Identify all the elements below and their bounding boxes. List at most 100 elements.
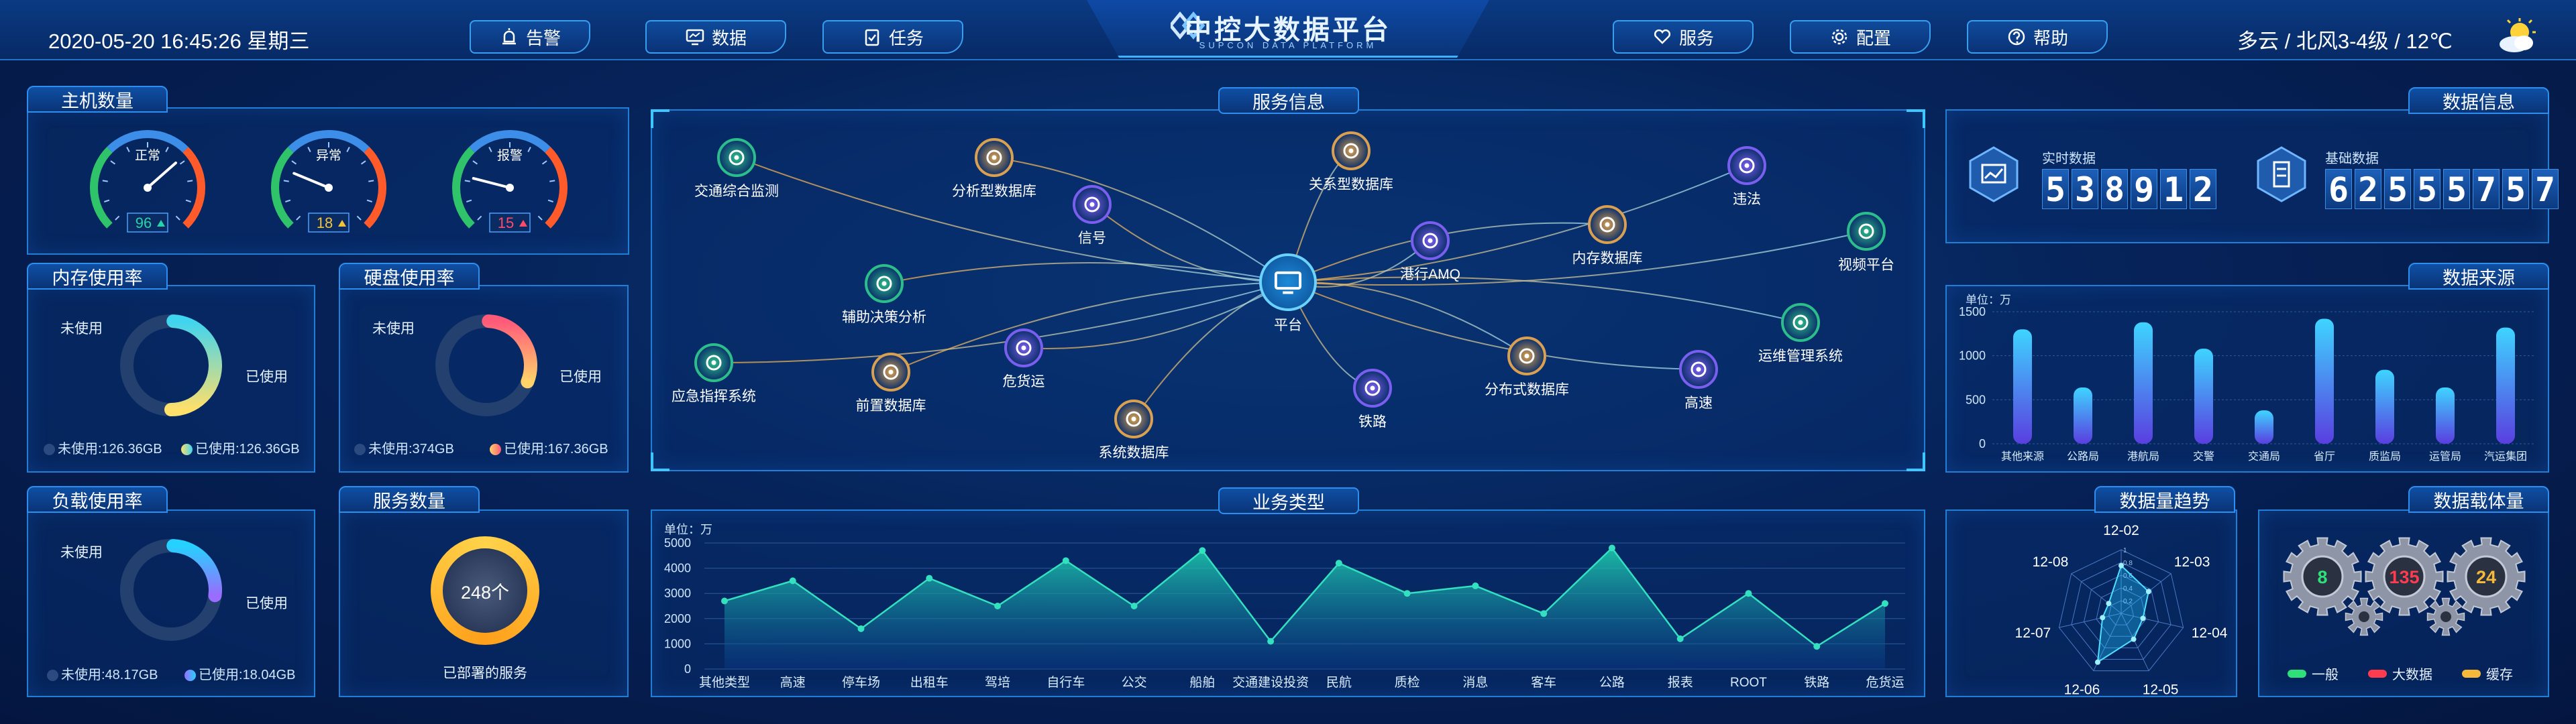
nav-alarm-label: 告警 [525, 27, 561, 48]
monitor-icon [686, 29, 704, 46]
service-node[interactable] [1332, 131, 1371, 170]
network-link [883, 262, 1289, 284]
service-node[interactable] [1411, 221, 1450, 260]
radar-tick-label: 0.2 [2123, 598, 2133, 605]
data-point [1062, 557, 1069, 564]
data-carrier-legend: 一般大数据缓存 [2288, 664, 2513, 683]
memory-legend-used: 已使用:126.36GB [181, 438, 300, 457]
y-tick-label: 2000 [664, 612, 691, 625]
services-title: 服务数量 [339, 486, 480, 513]
digit-cell: 2 [2190, 169, 2216, 209]
nav-service-button[interactable]: 服务 [1613, 20, 1754, 54]
data-point [926, 575, 933, 582]
disk-donut [435, 314, 537, 416]
bar-chart-unit: 单位：万 [1966, 294, 2011, 306]
host-count-title: 主机数量 [27, 86, 168, 113]
corner-decor [1907, 452, 1925, 471]
service-node[interactable] [1004, 328, 1043, 367]
service-node[interactable] [871, 353, 910, 391]
service-node[interactable] [1507, 337, 1546, 375]
x-tick-label: 消息 [1462, 675, 1488, 690]
data-point [1813, 643, 1821, 650]
digit-cell: 8 [2101, 169, 2128, 209]
gauge-needle [292, 172, 330, 189]
gauge-value: 18 [317, 215, 333, 231]
bar [2375, 369, 2394, 444]
radar-axis [2071, 573, 2122, 614]
radar-tick-label: 0.4 [2123, 585, 2133, 593]
radar-category-label: 12-03 [2174, 554, 2210, 570]
x-tick-label: 质监局 [2369, 450, 2401, 463]
y-tick-label: 1500 [1959, 305, 1986, 318]
radar-tick-label: 1 [2123, 547, 2127, 554]
data-carrier-title: 数据载体量 [2408, 486, 2549, 513]
x-tick-label: 港航局 [2127, 450, 2159, 463]
nav-task-button[interactable]: 任务 [822, 20, 963, 54]
memory-donut [120, 314, 222, 416]
arrow-up-icon [519, 220, 527, 227]
data-point [789, 577, 796, 585]
nav-alarm-button[interactable]: 告警 [470, 20, 590, 54]
nav-data-button[interactable]: 数据 [645, 20, 786, 54]
service-node[interactable] [1073, 185, 1112, 224]
nav-config-button[interactable]: 配置 [1790, 20, 1931, 54]
gauge-value: 96 [136, 215, 152, 231]
service-node[interactable] [717, 138, 756, 177]
disk-used-label: 已使用 [559, 369, 602, 385]
digit-cell: 7 [2473, 169, 2500, 209]
small-gear-icon [2345, 597, 2383, 636]
service-node[interactable] [1588, 205, 1627, 244]
truck-icon [1016, 340, 1032, 356]
nav-help-label: 帮助 [2033, 27, 2068, 48]
radar-grid [2108, 600, 2135, 625]
service-node[interactable] [1727, 146, 1766, 185]
network-link [1287, 231, 1867, 286]
signal-icon [1084, 196, 1100, 213]
service-node-label: 分析型数据库 [952, 184, 1036, 199]
service-node[interactable] [694, 343, 733, 382]
data-info-title: 数据信息 [2408, 87, 2549, 114]
network-links [713, 150, 1867, 420]
load-donut [120, 539, 222, 641]
network-link [1091, 204, 1289, 284]
x-tick-label: 船舶 [1189, 675, 1215, 690]
x-tick-label: 驾培 [985, 675, 1010, 690]
service-node[interactable] [1353, 369, 1392, 408]
service-node[interactable] [1847, 212, 1886, 251]
platform-node[interactable] [1259, 253, 1317, 311]
service-node-label: 关系型数据库 [1309, 177, 1393, 192]
data-point [1130, 603, 1138, 609]
x-tick-label: 省厅 [2314, 450, 2335, 463]
stack-icon [1792, 314, 1809, 330]
radar-point [2106, 601, 2112, 607]
logo-icon [1171, 11, 1205, 40]
x-tick-label: 报表 [1668, 675, 1693, 690]
service-node[interactable] [975, 138, 1014, 177]
corner-decor [651, 452, 669, 471]
nav-help-button[interactable]: 帮助 [1967, 20, 2108, 54]
page-subtitle: SUPCON DATA PLATFORM [1199, 40, 1377, 50]
x-tick-label: 其他类型 [699, 675, 750, 690]
legend-item: 一般 [2288, 664, 2339, 683]
data-point [721, 597, 728, 605]
service-node[interactable] [1114, 400, 1153, 438]
memory-unused-label: 未使用 [60, 321, 103, 337]
bar [2194, 349, 2213, 444]
service-node[interactable] [865, 264, 904, 303]
radar-point [2118, 562, 2124, 568]
heart-hand-icon [1654, 29, 1671, 44]
diamond-icon [986, 149, 1002, 166]
x-tick-label: 出租车 [910, 675, 949, 690]
radar-grid [2071, 562, 2171, 660]
service-node[interactable] [1679, 350, 1718, 389]
service-node[interactable] [1781, 303, 1820, 342]
disk-unused-label: 未使用 [372, 321, 415, 337]
data-source-title: 数据来源 [2408, 263, 2549, 290]
x-tick-label: 运管局 [2429, 450, 2461, 463]
service-node-label: 运维管理系统 [1758, 349, 1843, 364]
radar-point [2094, 659, 2100, 665]
legend-item: 缓存 [2462, 664, 2513, 683]
